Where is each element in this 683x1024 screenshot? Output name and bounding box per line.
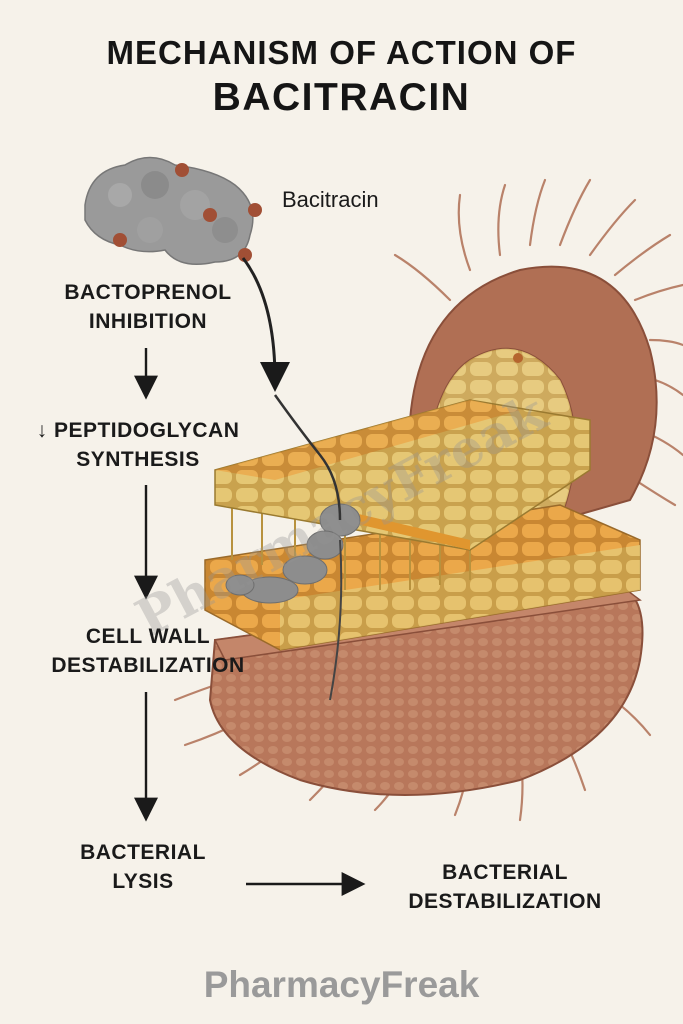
step-peptidoglycan-synthesis: ↓ PEPTIDOGLYCAN SYNTHESIS xyxy=(18,416,258,474)
bacitracin-molecule xyxy=(84,156,262,265)
step3-line1: CELL WALL xyxy=(85,625,211,648)
step5-line2: DESTABILIZATION xyxy=(408,890,602,913)
step5-line1: BACTERIAL xyxy=(442,861,568,884)
step-bacterial-destabilization: BACTERIAL DESTABILIZATION xyxy=(380,858,630,916)
step2-line1: ↓ PEPTIDOGLYCAN xyxy=(36,419,240,442)
step-bacterial-lysis: BACTERIAL LYSIS xyxy=(43,838,243,896)
step4-line2: LYSIS xyxy=(112,870,174,893)
page-title-line2: BACITRACIN xyxy=(212,76,471,119)
step1-line2: INHIBITION xyxy=(88,310,208,333)
bacitracin-label: Bacitracin xyxy=(282,187,379,212)
step3-line2: DESTABILIZATION xyxy=(51,654,245,677)
page-title-line1: MECHANISM OF ACTION OF xyxy=(106,34,577,71)
step-bactoprenol-inhibition: BACTOPRENOL INHIBITION xyxy=(48,278,248,336)
footer-brand: PharmacyFreak xyxy=(203,964,480,1005)
bacitracin-pathway-line xyxy=(241,257,290,392)
step4-line1: BACTERIAL xyxy=(80,841,206,864)
step2-line2: SYNTHESIS xyxy=(76,448,200,471)
step-cell-wall-destabilization: CELL WALL DESTABILIZATION xyxy=(28,622,268,680)
bound-bacitracin xyxy=(225,503,361,604)
flow-arrows xyxy=(134,348,366,896)
step1-line1: BACTOPRENOL xyxy=(64,281,232,304)
